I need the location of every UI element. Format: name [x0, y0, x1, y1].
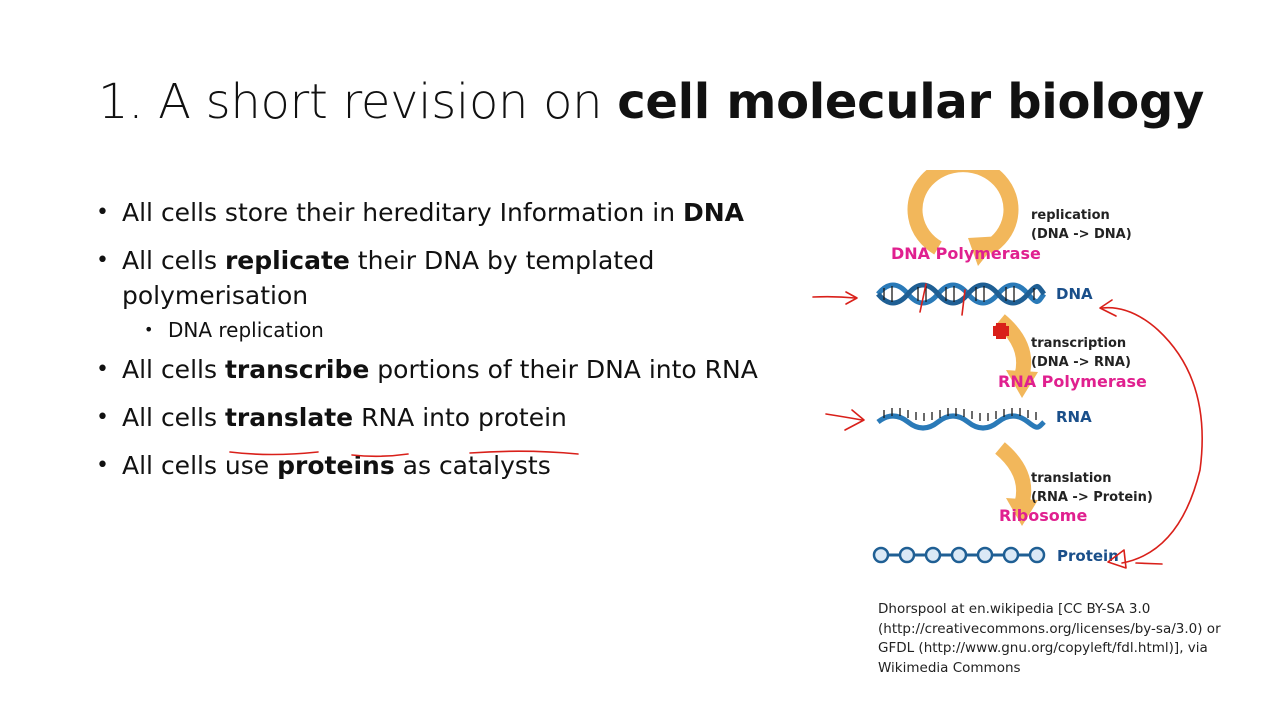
bullet-bold: translate [224, 403, 354, 432]
dna-polymerase-label: DNA Polymerase [891, 244, 1041, 263]
rna-label: RNA [1056, 408, 1092, 426]
bullet-transcribe: All cells transcribe portions of their D… [96, 352, 796, 387]
bullet-text: All cells store their hereditary Informa… [122, 198, 683, 227]
bullet-text: RNA into protein [353, 403, 567, 432]
central-dogma-diagram: replication (DNA -> DNA) DNA Polymerase … [872, 170, 1153, 565]
slide-title-bold: cell molecular biology [617, 74, 1204, 130]
protein-chain-icon [872, 546, 1046, 564]
bullet-list: All cells store their hereditary Informa… [96, 195, 796, 496]
translation-sub-label: (RNA -> Protein) [1031, 490, 1153, 505]
slide-title-normal: 1. A short revision on [98, 74, 618, 130]
sub-bullet-text: DNA replication [168, 318, 324, 342]
bullet-text: portions of their DNA into RNA [369, 355, 758, 384]
rna-strand-icon [876, 408, 1046, 431]
bullet-text: All cells [122, 246, 225, 275]
transcription-sub-label: (DNA -> RNA) [1031, 355, 1131, 370]
protein-label: Protein [1057, 547, 1119, 565]
replication-label: replication [1031, 208, 1110, 223]
bullet-translate: All cells translate RNA into protein [96, 400, 796, 435]
bullet-bold: replicate [224, 246, 350, 275]
bullet-bold: proteins [277, 451, 395, 480]
bullet-text: All cells [122, 355, 225, 384]
bullet-text: their DNA by templated polymerisation [122, 246, 655, 310]
bullet-text: All cells use [122, 451, 278, 480]
replication-sub-label: (DNA -> DNA) [1031, 227, 1132, 242]
bullet-text: as catalysts [394, 451, 551, 480]
credit-line: (http://creativecommons.org/licenses/by-… [878, 620, 1221, 637]
credit-line: Wikimedia Commons [878, 659, 1021, 676]
transcription-label: transcription [1031, 336, 1126, 351]
bullet-replicate: All cells replicate their DNA by templat… [96, 243, 796, 313]
image-credit: Dhorspool at en.wikipedia [CC BY-SA 3.0 … [878, 600, 1258, 678]
bullet-text: All cells [122, 403, 225, 432]
replication-arrow-icon [907, 170, 1019, 266]
bullet-bold: transcribe [224, 355, 370, 384]
translation-arrow-icon [995, 442, 1038, 526]
rna-polymerase-label: RNA Polymerase [998, 372, 1147, 391]
bullet-proteins: All cells use proteins as catalysts [96, 448, 796, 483]
ribosome-label: Ribosome [999, 506, 1087, 525]
translation-label: translation [1031, 471, 1111, 486]
bullet-dna-storage: All cells store their hereditary Informa… [96, 195, 796, 230]
sub-bullet-dna-replication: DNA replication [144, 315, 796, 345]
dna-helix-icon [876, 282, 1047, 306]
slide-title: 1. A short revision on cell molecular bi… [98, 74, 1204, 130]
dna-label: DNA [1056, 285, 1093, 303]
red-cross-icon [993, 323, 1009, 339]
bullet-bold: DNA [683, 198, 745, 227]
credit-line: Dhorspool at en.wikipedia [CC BY-SA 3.0 [878, 601, 1151, 617]
credit-line: GFDL (http://www.gnu.org/copyleft/fdl.ht… [878, 640, 1208, 656]
